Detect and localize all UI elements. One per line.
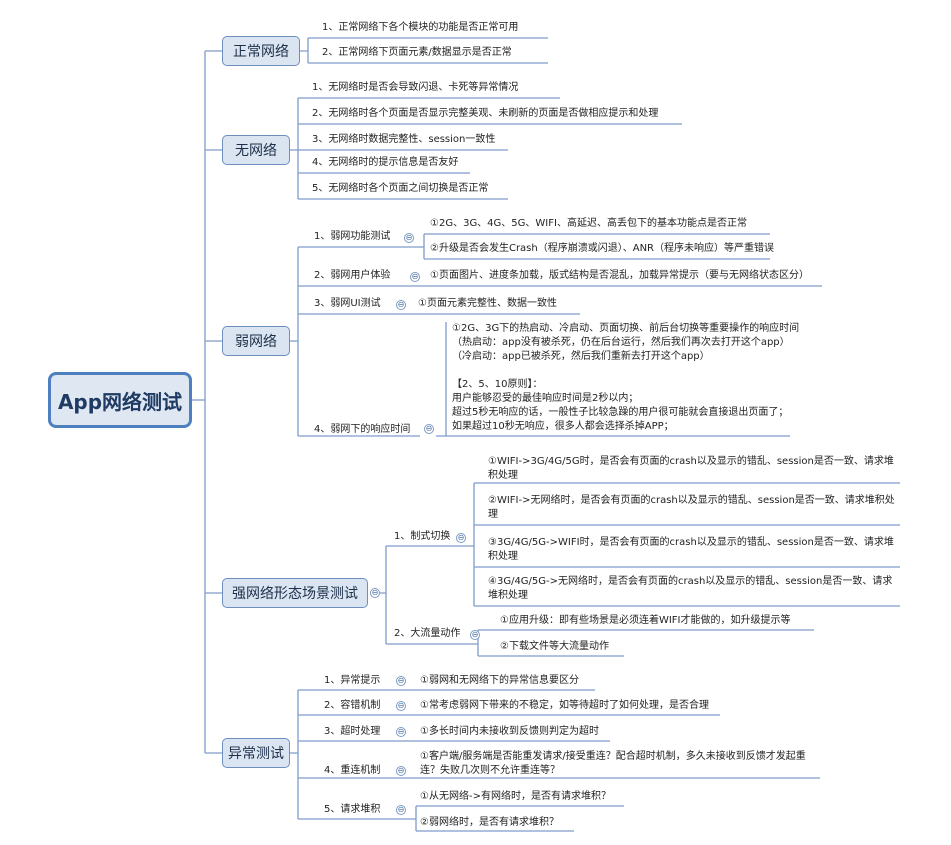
collapse-icon[interactable]: ⊖: [396, 300, 406, 310]
strong-switch-label: 1、制式切换: [394, 531, 451, 542]
abn-timeout-item: ①多长时间内未接收到反馈则判定为超时: [420, 726, 599, 737]
nonet-item-4: 4、无网络时的提示信息是否友好: [312, 157, 459, 168]
resp-line: （冷启动：app已被杀死，然后我们重新去打开这个app）: [452, 351, 710, 362]
nonet-item-2: 2、无网络时各个页面是否显示完整美观、未刷新的页面是否做相应提示和处理: [312, 108, 659, 119]
resp-line: （热启动：app没有被杀死，仍在后台运行，然后我们再次去打开这个app）: [452, 337, 790, 348]
collapse-icon[interactable]: ⊖: [396, 805, 406, 815]
resp-line: 如果超过10秒无响应，很多人都会选择杀掉APP；: [452, 421, 674, 432]
abn-retry-label: 2、容错机制: [324, 700, 381, 711]
weak-func-item-1: ①2G、3G、4G、5G、WIFI、高延迟、高丢包下的基本功能点是否正常: [430, 218, 747, 229]
weak-ui-item: ①页面元素完整性、数据一致性: [418, 298, 557, 309]
resp-line: ①2G、3G下的热启动、冷启动、页面切换、前后台切换等重要操作的响应时间: [452, 323, 800, 334]
abn-reconnect-item: ①客户端/服务端是否能重发请求/接受重连？配合超时机制，多久未接收到反馈才发起重…: [420, 751, 806, 776]
abn-pile-label: 5、请求堆积: [324, 804, 381, 815]
root-topic[interactable]: App网络测试: [48, 372, 192, 428]
collapse-icon[interactable]: ⊖: [396, 701, 406, 711]
collapse-icon[interactable]: ⊖: [456, 533, 466, 543]
normal-item-2: 2、正常网络下页面元素/数据显示是否正常: [322, 47, 512, 58]
switch-item-3: ③3G/4G/5G->WIFI时，是否会有页面的crash以及显示的错乱、ses…: [488, 537, 894, 562]
collapse-icon[interactable]: ⊖: [410, 272, 420, 282]
topic-normal-network[interactable]: 正常网络: [222, 36, 300, 66]
collapse-icon[interactable]: ⊖: [404, 233, 414, 243]
collapse-icon[interactable]: ⊖: [396, 766, 406, 776]
collapse-icon[interactable]: ⊖: [370, 588, 380, 598]
abn-retry-item: ①常考虑弱网下带来的不稳定，如等待超时了如何处理，是否合理: [420, 700, 709, 711]
switch-item-2: ②WIFI->无网络时，是否会有页面的crash以及显示的错乱、session是…: [488, 495, 895, 520]
weak-func-item-2: ②升级是否会发生Crash（程序崩溃或闪退）、ANR（程序未响应）等严重错误: [430, 243, 775, 254]
weak-ui-label: 3、弱网UI测试: [314, 298, 381, 309]
weak-resp-label: 4、弱网下的响应时间: [314, 424, 411, 435]
abn-tip-label: 1、异常提示: [324, 675, 381, 686]
collapse-icon[interactable]: ⊖: [396, 676, 406, 686]
weak-func-label: 1、弱网功能测试: [314, 231, 391, 242]
abn-reconnect-label: 4、重连机制: [324, 765, 381, 776]
topic-exception-test[interactable]: 异常测试: [222, 738, 290, 768]
collapse-icon[interactable]: ⊖: [470, 630, 480, 640]
topic-weak-network[interactable]: 弱网络: [222, 326, 290, 356]
switch-item-4: ④3G/4G/5G->无网络时，是否会有页面的crash以及显示的错乱、sess…: [488, 576, 893, 601]
abn-pile-item-1: ①从无网络->有网络时，是否有请求堆积？: [420, 791, 611, 802]
nonet-item-1: 1、无网络时是否会导致闪退、卡死等异常情况: [312, 82, 519, 93]
topic-strong-network[interactable]: 强网络形态场景测试: [222, 578, 368, 608]
collapse-icon[interactable]: ⊖: [396, 727, 406, 737]
topic-no-network[interactable]: 无网络: [222, 135, 290, 165]
abn-pile-item-2: ②弱网络时，是否有请求堆积？: [420, 817, 559, 828]
abn-timeout-label: 3、超时处理: [324, 726, 381, 737]
abn-tip-item: ①弱网和无网络下的异常信息要区分: [420, 675, 579, 686]
weak-ux-item: ①页面图片、进度条加载，版式结构是否混乱，加载异常提示（要与无网络状态区分）: [430, 270, 809, 281]
nonet-item-5: 5、无网络时各个页面之间切换是否正常: [312, 183, 489, 194]
traffic-item-1: ①应用升级：即有些场景是必须连着WIFI才能做的，如升级提示等: [500, 615, 791, 626]
traffic-item-2: ②下载文件等大流量动作: [500, 641, 609, 652]
normal-item-1: 1、正常网络下各个模块的功能是否正常可用: [322, 22, 519, 33]
collapse-icon[interactable]: ⊖: [424, 424, 434, 434]
resp-line: 用户能够忍受的最佳响应时间是2秒以内；: [452, 393, 639, 404]
weak-ux-label: 2、弱网用户体验: [314, 270, 391, 281]
nonet-item-3: 3、无网络时数据完整性、session一致性: [312, 134, 496, 145]
strong-traffic-label: 2、大流量动作: [394, 628, 461, 639]
resp-line: 超过5秒无响应的话，一般性子比较急躁的用户很可能就会直接退出页面了；: [452, 407, 789, 418]
switch-item-1: ①WIFI->3G/4G/5G时，是否会有页面的crash以及显示的错乱、ses…: [488, 456, 894, 481]
resp-line: 【2、5、10原则】：: [452, 379, 543, 390]
